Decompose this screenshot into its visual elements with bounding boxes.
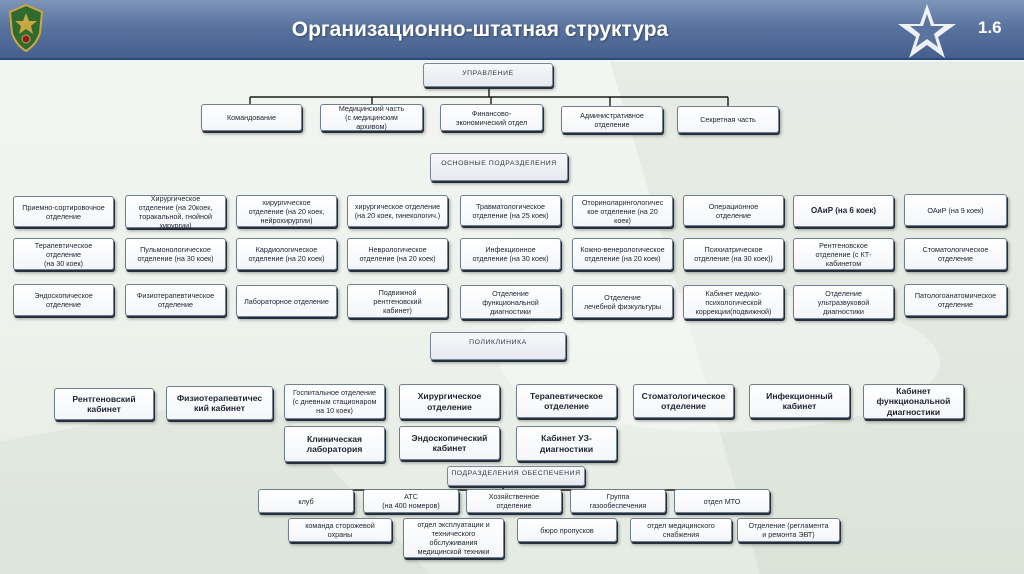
unit-box: хирургическое отделение (на 20 коек, гин… xyxy=(347,195,448,227)
polyclinic-item: Терапевтическое отделение xyxy=(516,384,617,418)
army-star-icon xyxy=(898,4,956,58)
polyclinic-item: Эндоскопический кабинет xyxy=(399,426,500,460)
polyclinic-item: Стоматологическое отделение xyxy=(633,384,734,418)
unit-box: Физиотерапевтическое отделение xyxy=(125,284,226,316)
polyclinic-item: Госпитальное отделение (с дневным стацио… xyxy=(284,384,385,419)
unit-box: Отделение функциональной диагностики xyxy=(460,285,561,319)
unit-box: Оториноларингологичес кое отделение (на … xyxy=(572,195,673,227)
unit-box: Приемно-сортировочное отделение xyxy=(13,196,114,227)
support-unit: Группа газообеспечения xyxy=(570,489,666,513)
unit-box: Кабинет медико- психологической коррекци… xyxy=(683,285,784,319)
polyclinic-item: Рентгеновский кабинет xyxy=(54,388,154,420)
polyclinic-item: Кабинет функциональной диагностики xyxy=(863,384,964,419)
support-unit: бюро пропусков xyxy=(517,518,617,542)
unit-box: Эндоскопическое отделение xyxy=(13,284,114,316)
unit-box: Операционное отделение xyxy=(683,195,784,226)
unit-box: Отделение лечебной физкультуры xyxy=(572,285,673,318)
management-item: Командование xyxy=(201,104,302,131)
unit-box: Отделение ультразвуковой диагностики xyxy=(793,285,894,319)
unit-box: Пульмонологическое отделение (на 30 коек… xyxy=(125,238,226,270)
unit-box: Травматологическое отделение (на 25 коек… xyxy=(460,195,561,226)
support-unit: команда сторожевой охраны xyxy=(288,518,392,542)
support-unit: отдел МТО xyxy=(674,489,770,513)
polyclinic-header: ПОЛИКЛИНИКА xyxy=(430,332,566,360)
polyclinic-item: Кабинет УЗ- диагностики xyxy=(516,426,617,461)
support-unit: отдел медицинского снабжения xyxy=(630,518,732,542)
unit-box: ОАиР (на 9 коек) xyxy=(904,194,1007,226)
polyclinic-item: Хирургическое отделение xyxy=(399,384,500,419)
military-emblem-icon xyxy=(8,3,44,53)
unit-box: Неврологическое отделение (на 20 коек) xyxy=(347,238,448,270)
unit-box: Рентгеновское отделение (с КТ- кабинетом xyxy=(793,238,894,270)
management-header: УПРАВЛЕНИЕ xyxy=(423,63,553,87)
unit-box: Психиатрическое отделение (на 30 коек)) xyxy=(683,238,784,270)
management-item: Секретная часть xyxy=(677,106,779,133)
slide-number: 1.6 xyxy=(978,18,1002,37)
polyclinic-item: Клиническая лаборатория xyxy=(284,426,385,462)
management-item: Финансово- экономический отдел xyxy=(440,104,543,131)
unit-box: хирургическое отделение (на 20 коек, ней… xyxy=(236,195,337,227)
unit-box: Патологоанатомическое отделение xyxy=(904,284,1007,316)
unit-box: Хирургическое отделение (на 20коек, тора… xyxy=(125,194,226,230)
support-unit: отдел эксплуатации и технического обслуж… xyxy=(403,518,504,558)
unit-box: Терапевтическое отделение (на 30 коек) xyxy=(13,238,114,270)
management-item: Медицинский часть (с медицинским архивом… xyxy=(320,104,423,131)
support-unit: Отделение (регламента и ремонта ЭВТ) xyxy=(737,518,840,542)
unit-box: Подвижной рентгеновский кабинет) xyxy=(347,284,448,318)
unit-box: Кардиологическое отделение (на 20 коек) xyxy=(236,238,337,270)
unit-box: Кожно-венерологическое отделение (на 20 … xyxy=(572,238,673,270)
slide-header: Организационно-штатная структура 1.6 xyxy=(0,0,1024,60)
polyclinic-item: Физиотерапевтичес кий кабинет xyxy=(166,386,273,420)
main-units-header: ОСНОВНЫЕ ПОДРАЗДЕЛЕНИЯ xyxy=(430,153,568,181)
unit-box: ОАиР (на 6 коек) xyxy=(793,195,894,227)
unit-box: Инфекционное отделение (на 30 коек) xyxy=(460,238,561,270)
support-unit: Хозяйственное отделение xyxy=(466,489,562,513)
unit-box: Стоматологическое отделение xyxy=(904,238,1007,270)
support-unit: клуб xyxy=(258,489,354,513)
support-header: ПОДРАЗДЕЛЕНИЯ ОБЕСПЕЧЕНИЯ xyxy=(447,466,585,486)
page-title: Организационно-штатная структура xyxy=(291,18,669,41)
support-unit: АТС (на 400 номеров) xyxy=(363,489,459,513)
management-item: Административное отделение xyxy=(561,106,663,133)
polyclinic-item: Инфекционный кабинет xyxy=(749,384,850,418)
unit-box: Лабораторное отделение xyxy=(236,285,337,317)
